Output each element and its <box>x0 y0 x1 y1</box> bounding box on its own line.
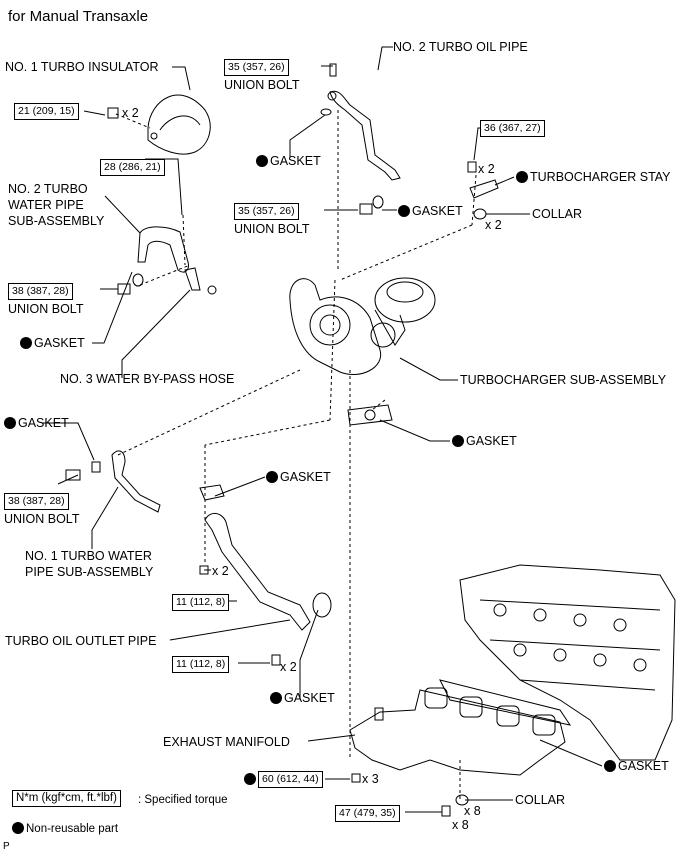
torque-38a: 38 (387, 28) <box>8 283 73 300</box>
diagram-title: for Manual Transaxle <box>8 8 149 25</box>
label-gasket-d: GASKET <box>452 434 517 448</box>
non-reusable-dot <box>244 773 256 785</box>
label-turbo-stay: TURBOCHARGER STAY <box>516 170 671 184</box>
label-union-bolt-c: UNION BOLT <box>234 222 310 236</box>
qty-manifold-nut: x 3 <box>362 772 379 786</box>
water-pipe-1-shape <box>65 450 161 513</box>
legend-torque-text: : Specified torque <box>138 794 228 806</box>
label-turbo-insulator: NO. 1 TURBO INSULATOR <box>5 60 159 74</box>
torque-35b: 35 (357, 26) <box>234 203 299 220</box>
torque-60-row <box>244 772 258 786</box>
label-collar-a: COLLAR <box>532 207 583 221</box>
label-exhaust-manifold: EXHAUST MANIFOLD <box>163 735 290 749</box>
non-reusable-dot <box>270 692 282 704</box>
label-gasket-f: GASKET <box>266 470 331 484</box>
torque-11b: 11 (112, 8) <box>172 656 230 673</box>
label-turbo-sub-assy: TURBOCHARGER SUB-ASSEMBLY <box>460 373 667 387</box>
torque-11a: 11 (112, 8) <box>172 594 230 611</box>
turbo-insulator-shape <box>147 94 211 155</box>
label-union-bolt-b: UNION BOLT <box>224 78 300 92</box>
turbocharger-shape <box>289 277 436 376</box>
label-union-bolt-d: UNION BOLT <box>4 512 80 526</box>
water-pipe-2-shape <box>137 226 217 295</box>
torque-47: 47 (479, 35) <box>335 805 400 822</box>
qty-oil-outlet-bolt: x 2 <box>280 660 297 674</box>
exhaust-manifold-shape <box>349 679 572 817</box>
label-water-pipe2-l1: NO. 2 TURBO <box>8 182 88 196</box>
torque-36: 36 (367, 27) <box>480 120 545 137</box>
bolts <box>107 107 384 295</box>
oil-pipe-2-shape <box>327 63 401 181</box>
non-reusable-dot <box>12 822 24 834</box>
label-union-bolt-a: UNION BOLT <box>8 302 84 316</box>
label-gasket-b: GASKET <box>256 154 321 168</box>
torque-35a: 35 (357, 26) <box>224 59 289 76</box>
qty-oil-outlet-nut: x 2 <box>212 564 229 578</box>
label-gasket-c: GASKET <box>398 204 463 218</box>
torque-21: 21 (209, 15) <box>14 103 79 120</box>
qty-stay-bolt: x 2 <box>478 162 495 176</box>
label-collar-b: COLLAR <box>515 793 566 807</box>
non-reusable-dot <box>516 171 528 183</box>
non-reusable-dot <box>20 337 32 349</box>
label-gasket-a: GASKET <box>20 336 85 350</box>
turbo-gasket-shape <box>347 404 393 426</box>
alignment-lines <box>115 110 477 800</box>
label-water-pipe2-l2: WATER PIPE <box>8 198 84 212</box>
torque-28: 28 (286, 21) <box>100 159 165 176</box>
torque-38b: 38 (387, 28) <box>4 493 69 510</box>
label-oil-outlet-pipe: TURBO OIL OUTLET PIPE <box>5 634 157 648</box>
footer-letter: P <box>3 841 10 852</box>
oil-outlet-pipe-shape <box>199 484 332 666</box>
qty-insulator-bolt: x 2 <box>122 106 139 120</box>
label-water-pipe1-l1: NO. 1 TURBO WATER <box>25 549 152 563</box>
label-oil-pipe2: NO. 2 TURBO OIL PIPE <box>393 40 528 54</box>
torque-60: 60 (612, 44) <box>258 771 323 788</box>
label-gasket-e: GASKET <box>4 416 69 430</box>
label-gasket-h: GASKET <box>604 759 669 773</box>
legend-torque-box: N*m (kgf*cm, ft.*lbf) <box>12 790 121 807</box>
engine-block-shape <box>459 564 676 761</box>
legend-non-reusable: Non-reusable part <box>12 822 118 836</box>
label-water-pipe2-l3: SUB-ASSEMBLY <box>8 214 105 228</box>
label-water-bypass-hose: NO. 3 WATER BY-PASS HOSE <box>60 372 235 386</box>
non-reusable-dot <box>266 471 278 483</box>
non-reusable-dot <box>452 435 464 447</box>
label-gasket-g: GASKET <box>270 691 335 705</box>
non-reusable-dot <box>4 417 16 429</box>
qty-collar-b: x 8 <box>464 804 481 818</box>
stay-and-collar <box>467 161 499 220</box>
qty-collar-a: x 2 <box>485 218 502 232</box>
non-reusable-dot <box>604 760 616 772</box>
qty-manifold-bolt: x 8 <box>452 818 469 832</box>
label-water-pipe1-l2: PIPE SUB-ASSEMBLY <box>25 565 154 579</box>
non-reusable-dot <box>256 155 268 167</box>
non-reusable-dot <box>398 205 410 217</box>
